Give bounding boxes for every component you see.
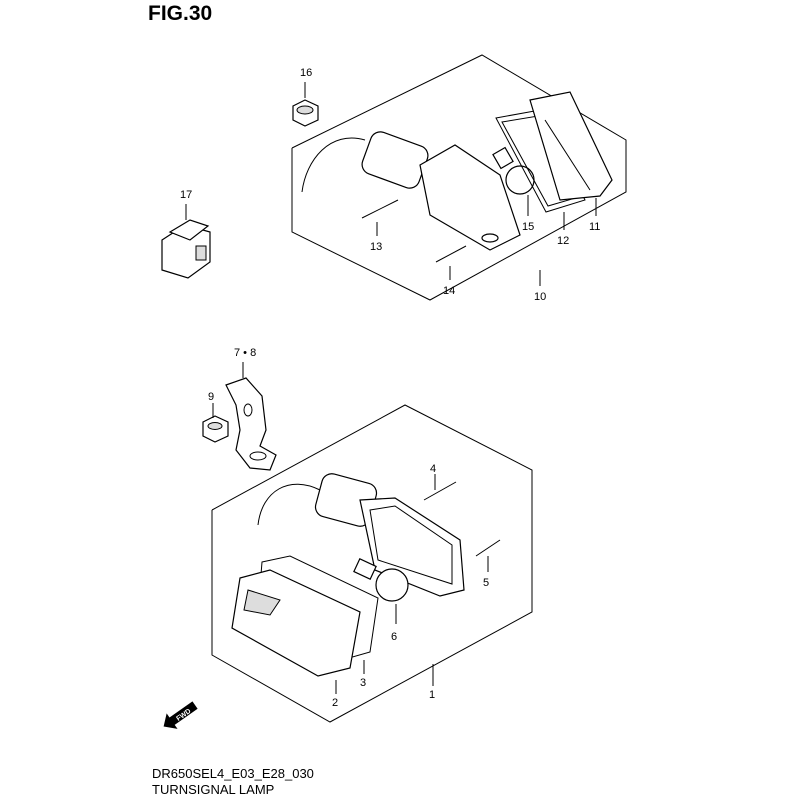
callout-2: 2 xyxy=(332,697,338,709)
part-17-relay[interactable] xyxy=(161,219,211,279)
part-16-nut[interactable] xyxy=(292,99,319,127)
part-9-nut[interactable] xyxy=(202,415,229,443)
part-10-turnsignal-lamp[interactable] xyxy=(301,129,521,251)
assembly-10-outline xyxy=(291,54,627,301)
part-2-lens[interactable] xyxy=(231,569,361,677)
callout-16: 16 xyxy=(300,67,312,79)
part-4-screw[interactable] xyxy=(423,481,457,501)
assembly-1-outline xyxy=(211,404,533,723)
part-11-lens[interactable] xyxy=(529,91,613,201)
part-1-turnsignal-lamp[interactable] xyxy=(257,472,465,597)
callout-4: 4 xyxy=(430,463,436,475)
callout-5: 5 xyxy=(483,577,489,589)
callout-1: 1 xyxy=(429,689,435,701)
callout-13: 13 xyxy=(370,241,382,253)
diagram-name: TURNSIGNAL LAMP xyxy=(152,782,275,797)
callout-12: 12 xyxy=(557,235,569,247)
callout-3: 3 xyxy=(360,677,366,689)
callout-17: 17 xyxy=(180,189,192,201)
callout-6: 6 xyxy=(391,631,397,643)
figure-title: FIG.30 xyxy=(148,2,213,25)
model-code: DR650SEL4_E03_E28_030 xyxy=(152,766,314,781)
part-5-screw[interactable] xyxy=(475,539,501,557)
callout-7-8: 7 • 8 xyxy=(234,347,256,359)
part-14-screw[interactable] xyxy=(435,245,467,263)
part-6-bulb[interactable] xyxy=(353,558,409,602)
part-7-8-bracket[interactable] xyxy=(225,377,277,471)
fwd-label: FWD xyxy=(175,708,192,723)
part-13-screw[interactable] xyxy=(361,199,399,219)
callout-10: 10 xyxy=(534,291,546,303)
callout-9: 9 xyxy=(208,391,214,403)
callout-14: 14 xyxy=(443,285,455,297)
callout-15: 15 xyxy=(522,221,534,233)
fwd-arrow-icon: FWD xyxy=(163,701,198,729)
callout-11: 11 xyxy=(589,221,600,233)
